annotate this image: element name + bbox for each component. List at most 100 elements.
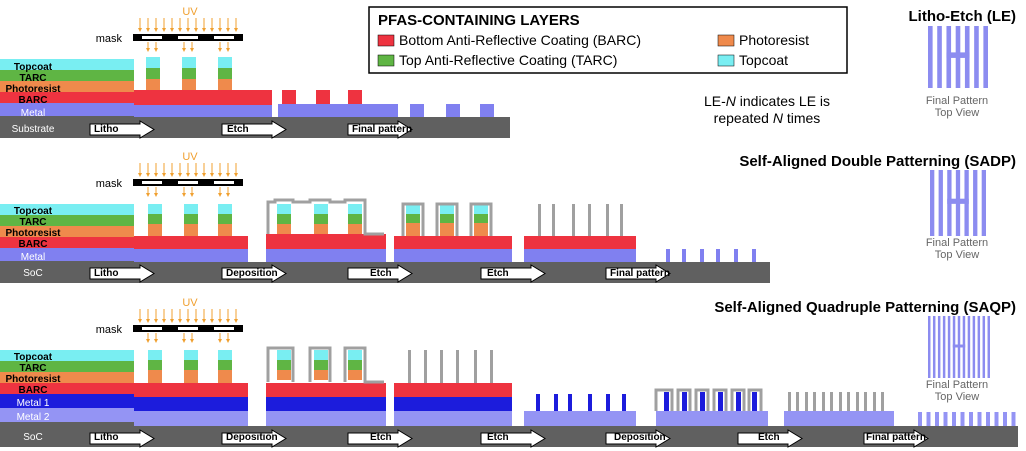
process-arrow [605, 429, 671, 448]
tarc-block [314, 360, 328, 370]
metal1-line [700, 392, 705, 411]
le-title: Litho-Etch (LE) [909, 8, 1016, 25]
metal1-line [588, 394, 592, 411]
legend-swatch-barc [377, 34, 395, 47]
metal2-layer [266, 411, 386, 426]
metal-line [682, 249, 686, 262]
metal-line [994, 412, 999, 426]
mask-opening [214, 327, 234, 330]
sadp-layer-label: TARC [19, 217, 46, 228]
process-arrow [347, 264, 413, 283]
sadp-title: Self-Aligned Double Patterning (SADP) [739, 153, 1016, 170]
topcoat-block [182, 57, 196, 68]
photoresist-block [474, 223, 488, 236]
tarc-block [218, 68, 232, 79]
saqp-layer-label: Photoresist [5, 374, 61, 385]
barc-block [316, 90, 330, 104]
spacer-film [266, 198, 384, 236]
metal-layer [394, 249, 512, 262]
process-arrow [737, 429, 803, 448]
tarc-block [148, 214, 162, 224]
top-view-line [930, 170, 935, 236]
sadp-uv-label: UV [182, 151, 198, 163]
photoresist-block [314, 370, 328, 380]
legend-swatch-tarc [377, 54, 395, 67]
legend-label-tarc: Top Anti-Reflective Coating (TARC) [399, 52, 617, 68]
legend-swatch-topcoat [717, 54, 735, 67]
top-view-line [932, 316, 936, 378]
top-view-line [981, 170, 986, 236]
le-layer-label: Photoresist [5, 84, 61, 95]
sadp-final-pattern-caption: Final Pattern [926, 237, 988, 249]
photoresist-block [184, 224, 198, 236]
spacer-line [538, 204, 541, 236]
saqp-layer-label: SoC [23, 432, 42, 443]
layer-band [0, 92, 134, 103]
metal-layer [278, 104, 398, 117]
metal2-layer [784, 411, 894, 426]
process-arrow [605, 264, 671, 283]
top-view-line [928, 26, 933, 88]
mask-opening [142, 327, 162, 330]
photoresist-block [218, 224, 232, 236]
step-label: Final pattern [610, 268, 670, 279]
saqp-top-view-caption: Top View [935, 391, 979, 403]
spacer [469, 202, 493, 236]
metal-line [926, 412, 931, 426]
metal-layer [524, 249, 636, 262]
metal1-layer [394, 397, 512, 411]
saqp-layer-label: BARC [19, 385, 48, 396]
layer-band [0, 372, 134, 383]
sadp-layer-label: Photoresist [5, 228, 61, 239]
topcoat-block [348, 204, 362, 214]
metal1-line [554, 394, 558, 411]
tarc-block [146, 68, 160, 79]
tarc-block [440, 214, 454, 223]
saqp-final-pattern-caption: Final Pattern [926, 379, 988, 391]
legend-title: PFAS-CONTAINING LAYERS [378, 12, 580, 29]
topcoat-block [314, 350, 328, 360]
process-arrow [480, 264, 546, 283]
top-view-line [928, 316, 931, 378]
spacer-line [813, 392, 816, 411]
spacer-line [856, 392, 859, 411]
spacer [435, 202, 459, 236]
process-arrow [480, 429, 546, 448]
photoresist-block [277, 224, 291, 234]
spacer-film [266, 346, 384, 384]
metal1-line [736, 392, 741, 411]
photoresist-block [314, 224, 328, 234]
metal-line [943, 412, 948, 426]
spacer-line [839, 392, 842, 411]
photoresist-block [348, 224, 362, 234]
tarc-block [182, 68, 196, 79]
layer-band [0, 383, 134, 394]
metal-line [952, 412, 956, 426]
layer-band [0, 361, 134, 372]
mask-opening [214, 36, 234, 39]
topcoat-block [218, 350, 232, 360]
mask-opening [178, 327, 198, 330]
top-view-line [973, 170, 978, 236]
process-arrow [89, 120, 155, 139]
tarc-block [184, 360, 198, 370]
barc-layer [134, 236, 248, 249]
step-label: Litho [94, 432, 118, 443]
legend-label-photoresist: Photoresist [739, 32, 809, 48]
barc-layer [266, 383, 386, 397]
spacer-line [881, 392, 884, 411]
saqp-layer-labels: Topcoat TARC Photoresist BARC Metal 1 Me… [5, 352, 61, 443]
metal1-line [718, 392, 723, 411]
legend-label-barc: Bottom Anti-Reflective Coating (BARC) [399, 32, 641, 48]
top-view-line [972, 316, 976, 378]
topcoat-block [218, 204, 232, 214]
tarc-block [184, 214, 198, 224]
barc-layer [134, 383, 248, 397]
legend-box [368, 6, 848, 74]
metal-line [960, 412, 965, 426]
layer-band [0, 237, 134, 248]
top-view-line [947, 316, 951, 378]
barc-layer [266, 234, 386, 249]
top-view-line [937, 316, 941, 378]
process-arrow [221, 429, 287, 448]
